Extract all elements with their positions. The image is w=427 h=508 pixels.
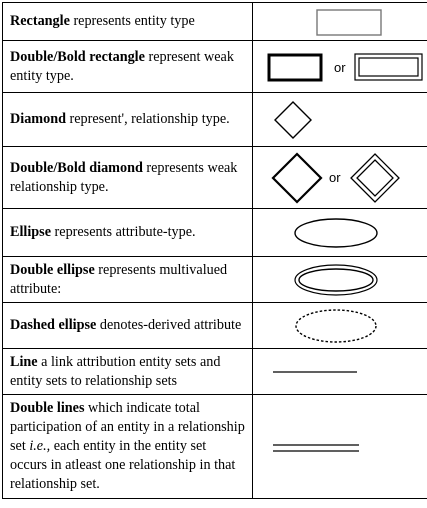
term: Double/Bold diamond bbox=[10, 159, 143, 176]
dashed-ellipse-icon bbox=[295, 308, 377, 343]
diamond-icon bbox=[274, 100, 312, 139]
description-text: represents attribute-type. bbox=[51, 224, 196, 240]
description-text: represents weak relationship type. bbox=[10, 159, 238, 195]
table-row: Double ellipse represents multivalued at… bbox=[2, 256, 427, 303]
description-italic: i.e., bbox=[29, 438, 51, 454]
table-row: Double lines which indicate total partic… bbox=[2, 394, 427, 499]
double-diamond-icon: or bbox=[271, 151, 400, 204]
description-cell: Double/Bold diamond represents weak rela… bbox=[2, 146, 253, 209]
description-text: a link attribution entity sets and entit… bbox=[10, 353, 221, 389]
term: Ellipse bbox=[10, 224, 51, 240]
description-cell: Ellipse represents attribute-type. bbox=[2, 208, 253, 257]
or-label: or bbox=[334, 60, 346, 75]
table-row: Dashed ellipse denotes-derived attribute bbox=[2, 302, 427, 349]
table-row: Ellipse represents attribute-type. bbox=[2, 208, 427, 257]
symbol-cell bbox=[252, 208, 427, 257]
symbol-cell: or bbox=[252, 40, 427, 93]
table-row: Diamond represent', relationship type. bbox=[2, 92, 427, 147]
term: Rectangle bbox=[10, 13, 70, 29]
term: Dashed ellipse bbox=[10, 317, 97, 333]
description-text: denotes-derived attribute bbox=[96, 317, 242, 333]
description-text: represent weak entity type. bbox=[10, 48, 234, 84]
term: Double lines bbox=[10, 400, 85, 416]
description-cell: Dashed ellipse denotes-derived attribute bbox=[2, 302, 253, 349]
symbol-cell bbox=[252, 348, 427, 395]
table-row: Line a link attribution entity sets and … bbox=[2, 348, 427, 395]
symbol-cell bbox=[252, 2, 427, 41]
description-text: which indicate total participation of an… bbox=[10, 400, 245, 454]
symbol-cell bbox=[252, 92, 427, 147]
double-rectangle-icon: or bbox=[267, 52, 423, 81]
description-cell: Double ellipse represents multivalued at… bbox=[2, 256, 253, 303]
description-cell: Double/Bold rectangle represent weak ent… bbox=[2, 40, 253, 93]
symbol-cell bbox=[252, 394, 427, 499]
description-cell: Diamond represent', relationship type. bbox=[2, 92, 253, 147]
term: Line bbox=[10, 353, 38, 370]
rectangle-icon bbox=[316, 8, 382, 36]
table-row: Double/Bold diamond represents weak rela… bbox=[2, 146, 427, 209]
description-text: represents multivalued attribute: bbox=[10, 261, 228, 297]
table-row: Double/Bold rectangle represent weak ent… bbox=[2, 40, 427, 93]
term: Double/Bold rectangle bbox=[10, 48, 145, 65]
description-cell: Double lines which indicate total partic… bbox=[2, 394, 253, 499]
line-icon bbox=[273, 370, 357, 373]
term: Diamond bbox=[10, 111, 66, 127]
or-label: or bbox=[329, 170, 341, 185]
table-row: Rectangle represents entity type bbox=[2, 2, 427, 41]
double-ellipse-icon bbox=[294, 263, 378, 296]
double-line-icon bbox=[273, 443, 359, 452]
description-cell: Line a link attribution entity sets and … bbox=[2, 348, 253, 395]
symbol-cell: or bbox=[252, 146, 427, 209]
description-text: represents entity type bbox=[69, 13, 195, 29]
er-notation-table: Rectangle represents entity type Double/… bbox=[2, 2, 427, 499]
description-text: represent', relationship type. bbox=[65, 111, 230, 127]
symbol-cell bbox=[252, 256, 427, 303]
term: Double ellipse bbox=[10, 261, 95, 278]
ellipse-icon bbox=[294, 217, 378, 248]
symbol-cell bbox=[252, 302, 427, 349]
description-cell: Rectangle represents entity type bbox=[2, 2, 253, 41]
description-text: each entity in the entity set occurs in … bbox=[10, 438, 236, 492]
